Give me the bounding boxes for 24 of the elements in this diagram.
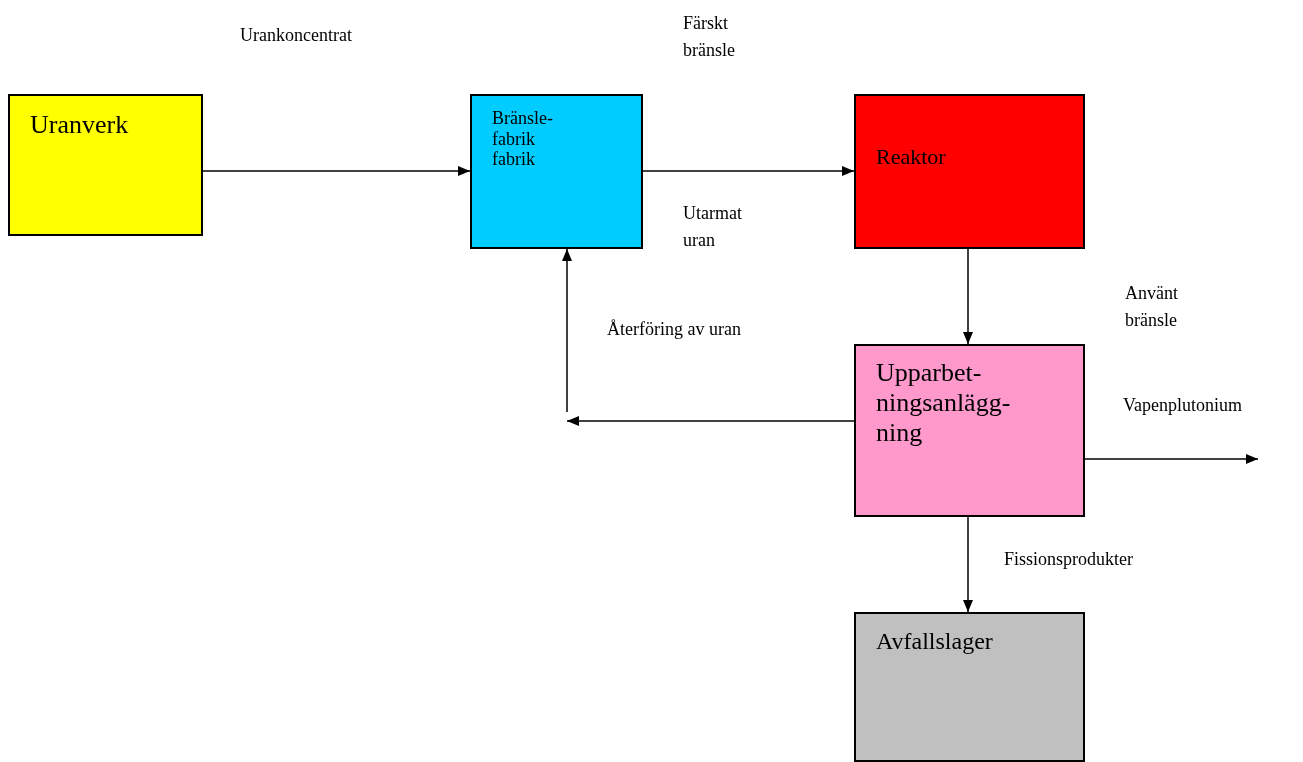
arrow xyxy=(642,166,855,176)
flow-label: Vapenplutonium xyxy=(1123,394,1243,417)
arrow xyxy=(562,248,572,413)
arrow xyxy=(566,416,855,426)
arrow xyxy=(202,166,471,176)
arrow xyxy=(1084,454,1259,464)
flow-label: Utarmat uran xyxy=(683,202,743,252)
node-label: Avfallslager xyxy=(876,628,994,656)
process-box xyxy=(8,94,203,236)
arrow xyxy=(963,248,973,345)
node-label: Uranverk xyxy=(30,110,130,140)
flow-label: Färskt bränsle xyxy=(683,12,736,62)
process-box xyxy=(854,612,1085,762)
flow-label: Fissionsprodukter xyxy=(1004,548,1134,571)
flow-label: Använt bränsle xyxy=(1125,282,1179,332)
process-box xyxy=(854,344,1085,517)
node-label: Reaktor xyxy=(876,144,947,170)
process-box xyxy=(470,94,643,249)
flow-label: Återföring av uran xyxy=(607,318,742,341)
arrow xyxy=(963,516,973,613)
node-label: Upparbet- ningsanlägg- ning xyxy=(876,358,1012,448)
flow-label: Urankoncentrat xyxy=(240,24,353,47)
node-label: Bränsle- fabrik fabrik xyxy=(492,108,554,171)
process-box xyxy=(854,94,1085,249)
